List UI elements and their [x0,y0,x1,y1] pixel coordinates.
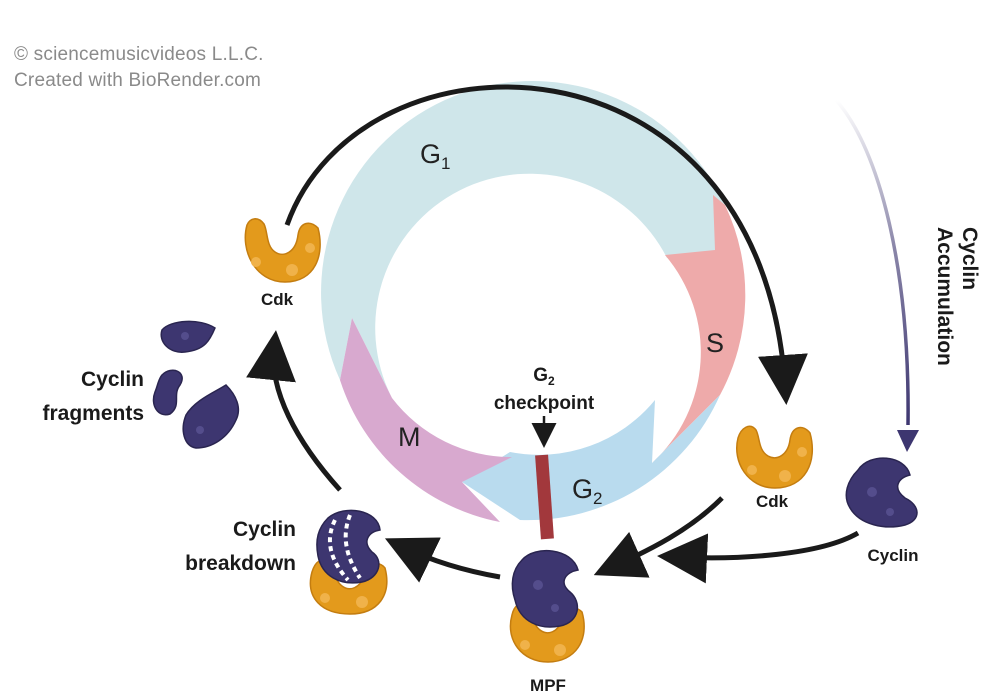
mpf-label: MPF [530,676,566,695]
cyclin-accumulation-arrow [834,98,910,426]
m-phase-arc [340,318,512,522]
cyclin-breakdown-label-1: Cyclin [233,518,296,541]
checkpoint-bar [535,454,554,540]
mpf-to-breakdown-arrow [384,537,501,583]
cyclin-to-mpf-arrow [657,530,860,584]
g1-label: G1 [420,139,450,173]
s-label: S [706,328,724,358]
cdk-label-top: Cdk [261,290,294,309]
g1-phase-arc [321,81,725,398]
cyclin-fragments-label-1: Cyclin [81,368,144,391]
cdk-protein-top [244,218,321,283]
cyclin-protein-right [845,457,918,528]
s-phase-arc [652,195,746,463]
credit-line-2: Created with BioRender.com [14,70,262,91]
checkpoint-label-line1: G2 [533,365,555,388]
m-label: M [398,422,421,452]
g2-phase-arc [462,395,720,521]
cyclin-accumulation-label-2: Accumulation [933,227,956,366]
cyclin-fragments [152,320,240,449]
cell-cycle-ring [321,81,746,522]
g2-label: G2 [572,474,602,508]
credit-line-1: © sciencemusicvideos L.L.C. [14,44,264,65]
cdk-to-cdk-arc-arrow [284,84,808,405]
cyclin-breakdown-complex [309,509,388,615]
cyclin-accumulation-arrowhead [897,430,919,452]
checkpoint-label-line2: checkpoint [494,393,595,414]
cyclin-label: Cyclin [867,546,918,565]
mpf-complex [509,550,585,663]
cyclin-accumulation-label-1: Cyclin [958,227,981,290]
cdk-label-right: Cdk [756,492,789,511]
cyclin-fragments-label-2: fragments [42,402,144,425]
cyclin-breakdown-label-2: breakdown [185,552,296,575]
breakdown-to-cdk-arrow [246,330,342,492]
cdk-protein-right [736,425,814,489]
